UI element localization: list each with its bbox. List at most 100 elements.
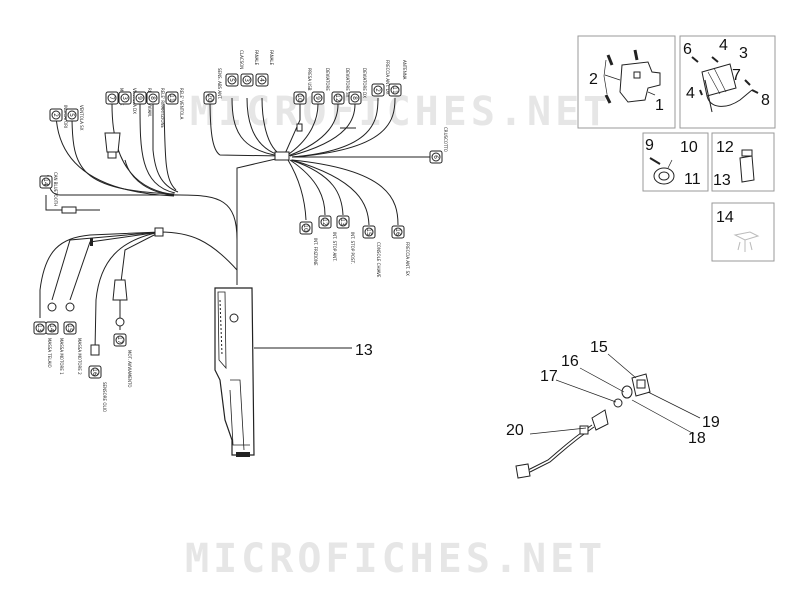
- connector-label: SENSORE OLIO: [102, 382, 107, 412]
- connector-number: 11: [168, 94, 175, 102]
- connector-number: 7: [108, 96, 115, 100]
- connector-left-0: 14 CAN BLUETOOTH: [39, 172, 58, 206]
- callout-10: 10: [680, 139, 698, 156]
- connector-label: CRUSCOTTO: [443, 127, 448, 152]
- connector-ring: [135, 93, 145, 103]
- inset-horn: 9 10 11: [642, 132, 709, 192]
- connector-left-1: 2INDICATORI: [49, 105, 68, 128]
- connector-label: RELE' RIPARTIZIONE: [160, 88, 165, 128]
- connector-label: MASSA MOTORE 1: [59, 338, 64, 375]
- connector-ring: [148, 93, 158, 103]
- watermark-bottom: MICROFICHES.NET: [185, 536, 606, 582]
- inset-regulator: 6 4 3 7 4 8: [679, 35, 776, 129]
- callout-18: 18: [688, 430, 706, 447]
- watermark-top: MICROFICHES.NET: [190, 89, 611, 135]
- main-harness: [39, 97, 430, 356]
- connector-top-0: 20 SENS. ABS ANT.: [203, 68, 222, 105]
- callout-3: 3: [739, 45, 748, 62]
- connector-ring: [390, 85, 400, 95]
- connector-label: RELE' VENTOLA: [179, 88, 184, 120]
- callout-14: 13: [355, 342, 373, 359]
- connector-label: FRECCIA ANT. DX: [385, 60, 390, 95]
- callout-7: 8: [761, 92, 770, 109]
- connector-label: MASSA MOTORE 2: [77, 338, 82, 375]
- connector-ring: [373, 85, 383, 95]
- sensor-assembly: 15 16 17 18 19 20: [506, 339, 720, 479]
- connector-label: CAN BLUETOOTH: [53, 172, 58, 206]
- connector-label: FANALE: [254, 50, 259, 66]
- connector-ring: [257, 75, 267, 85]
- connector-ring: [350, 93, 360, 103]
- callout-19: 19: [702, 414, 720, 431]
- connector-label: SENS. ABS ANT.: [217, 68, 222, 99]
- connector-number: 14: [42, 178, 49, 186]
- connector-label: INT. FRIZIONE: [313, 238, 318, 266]
- connector-ring: [115, 335, 125, 345]
- inset-box-3-7: [679, 35, 776, 129]
- connector-ring: [242, 75, 252, 85]
- connector-number: 20: [206, 94, 213, 102]
- control-unit-harness-body: [214, 287, 255, 457]
- connector-number: 14: [48, 324, 55, 332]
- connector-ring: [120, 93, 130, 103]
- connector-number: 13: [36, 324, 43, 332]
- connector-number: 10: [302, 224, 309, 232]
- connector-number: 15: [365, 228, 372, 236]
- callout-12: 13: [713, 172, 731, 189]
- callout-1: 1: [655, 97, 664, 114]
- connector-ring: [205, 93, 215, 103]
- callout-17: 17: [540, 368, 558, 385]
- connector-label: CONSOLE CHIAVE: [376, 242, 381, 278]
- connector-number: 17: [116, 336, 123, 344]
- connector-label: DEVIATORE SX: [345, 68, 350, 98]
- connector-number: 8: [149, 96, 156, 100]
- connector-number: 13: [339, 218, 346, 226]
- connector-label: VENTOLA SX: [79, 105, 84, 131]
- callout-4b: 4: [686, 85, 695, 102]
- connector-ring: [107, 93, 117, 103]
- connector-label: CLACSON: [239, 50, 244, 69]
- connector-number: 6: [432, 155, 439, 159]
- connector-number: 2: [374, 88, 381, 92]
- connector-ring: [333, 93, 343, 103]
- connector-number: 8: [351, 96, 358, 100]
- connector-ring: [90, 367, 100, 377]
- connector-label: FRECCIA ANT. SX: [405, 242, 410, 276]
- connector-ring: [320, 217, 330, 227]
- connector-number: 11: [391, 86, 398, 94]
- connector-number: 16: [394, 228, 401, 236]
- connector-label: MOT. AVVIAMENTO: [127, 350, 132, 388]
- connector-ring: [167, 93, 177, 103]
- connector-top-8: 2 FRECCIA ANT. DX: [371, 60, 390, 97]
- connector-number: 16: [91, 368, 98, 376]
- inset-clip: 14: [711, 202, 775, 262]
- connector-ring: [41, 177, 51, 187]
- connector-ring: [67, 110, 77, 120]
- connector-ring: [51, 110, 61, 120]
- inset-box-1-2: [577, 35, 676, 129]
- connector-left-7: 11 RELE' VENTOLA: [165, 88, 184, 120]
- callout-8: 11: [684, 171, 701, 188]
- callout-2: 2: [589, 71, 598, 88]
- inset-box-13: [711, 202, 775, 262]
- connector-ring: [431, 152, 441, 162]
- connector-number: 12: [321, 218, 328, 226]
- callout-6: 7: [732, 67, 741, 84]
